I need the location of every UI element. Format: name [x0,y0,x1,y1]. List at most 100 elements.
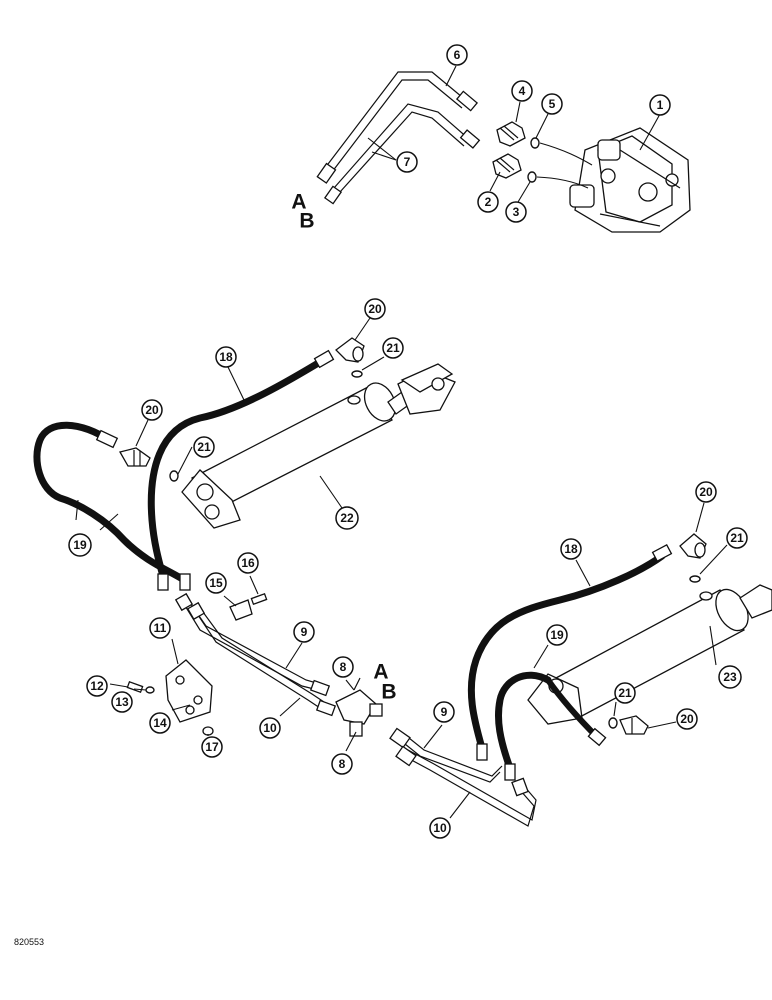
callout-21-top-left: 21 [382,337,404,359]
callout-22: 22 [335,506,359,530]
callout-19-right: 19 [546,624,568,646]
svg-text:21: 21 [197,440,211,454]
callout-7: 7 [396,151,418,173]
callout-20-right: 20 [676,708,698,730]
fitting-20-left [119,447,151,467]
svg-text:2: 2 [485,195,492,209]
o-ring-21-right-rod [608,717,618,729]
o-ring-21-left-rod [169,470,179,482]
callout-20-top-right: 20 [695,481,717,503]
callout-20-top-left: 20 [364,298,386,320]
tube-10-left [186,601,337,717]
hydraulic-cylinder-23 [527,584,772,725]
callout-10-left: 10 [259,717,281,739]
svg-text:9: 9 [441,705,448,719]
svg-text:14: 14 [153,716,167,730]
callout-9-right: 9 [433,701,455,723]
callout-13: 13 [111,691,133,713]
callout-16: 16 [237,552,259,574]
tube-7 [323,103,481,205]
callout-14: 14 [149,712,171,734]
callout-21-right: 21 [614,682,636,704]
callout-2: 2 [477,191,499,213]
tube-6 [316,71,479,184]
svg-text:23: 23 [723,670,737,684]
bolt-16 [250,592,268,606]
nut-17 [202,726,214,736]
fitting-4 [496,121,526,147]
svg-text:20: 20 [145,403,159,417]
connection-label-a-top: A [291,191,306,214]
callout-4: 4 [511,80,533,102]
connection-label-a-middle: A [373,661,388,684]
fitting-20-right [619,715,649,735]
connection-label-b-middle: B [381,681,396,704]
callout-20-left: 20 [141,399,163,421]
callout-1: 1 [649,94,671,116]
callout-8-top: 8 [332,656,354,678]
svg-text:12: 12 [90,679,104,693]
o-ring-5 [530,137,540,149]
svg-text:11: 11 [154,621,167,635]
svg-text:10: 10 [263,721,277,735]
svg-text:3: 3 [513,205,520,219]
svg-text:1: 1 [657,98,664,112]
callout-11: 11 [149,617,171,639]
control-valve [569,127,691,233]
callout-18-left: 18 [215,346,237,368]
callout-18-right: 18 [560,538,582,560]
figure-reference-number: 820553 [14,937,44,947]
o-ring-3 [527,171,537,183]
svg-text:21: 21 [386,341,400,355]
svg-text:6: 6 [454,48,461,62]
o-ring-21-right-top [689,575,701,583]
svg-text:21: 21 [618,686,632,700]
leader-lines [75,65,728,819]
callout-15: 15 [205,572,227,594]
callout-9-left: 9 [293,621,315,643]
callout-19-left: 19 [68,533,92,557]
callout-5: 5 [541,93,563,115]
clamp-15 [229,599,253,621]
callout-23: 23 [718,665,742,689]
svg-text:16: 16 [241,556,255,570]
svg-text:9: 9 [301,625,308,639]
callout-12: 12 [86,675,108,697]
svg-text:5: 5 [549,97,556,111]
svg-text:8: 8 [340,660,347,674]
svg-text:8: 8 [339,757,346,771]
elbow-fitting-20-top-right [679,533,707,559]
svg-text:18: 18 [219,350,233,364]
callout-17: 17 [201,736,223,758]
callout-21-left: 21 [193,436,215,458]
washer-13 [145,686,155,694]
svg-text:19: 19 [73,538,87,552]
callout-6: 6 [446,44,468,66]
svg-text:4: 4 [519,84,526,98]
tube-9-right [389,727,503,783]
elbow-fitting-20-top-left [335,337,365,363]
callout-21-top-right: 21 [726,527,748,549]
o-ring-21-left-top [351,370,363,378]
svg-text:19: 19 [550,628,564,642]
callout-3: 3 [505,201,527,223]
svg-text:20: 20 [368,302,382,316]
svg-text:13: 13 [115,695,129,709]
bolt-12 [126,680,144,694]
callout-10-right: 10 [429,817,451,839]
svg-text:18: 18 [564,542,578,556]
connection-label-b-top: B [299,210,314,233]
svg-text:7: 7 [404,155,411,169]
fitting-2 [492,153,522,179]
svg-text:20: 20 [699,485,713,499]
tee-fitting-8 [335,677,383,737]
bracket-11 [165,659,213,723]
svg-text:20: 20 [680,712,694,726]
svg-text:10: 10 [433,821,447,835]
hydraulic-cylinder-22 [181,363,456,529]
tube-10-right [395,745,537,827]
callout-8-bottom: 8 [331,753,353,775]
svg-text:22: 22 [340,511,354,525]
svg-text:17: 17 [205,740,219,754]
